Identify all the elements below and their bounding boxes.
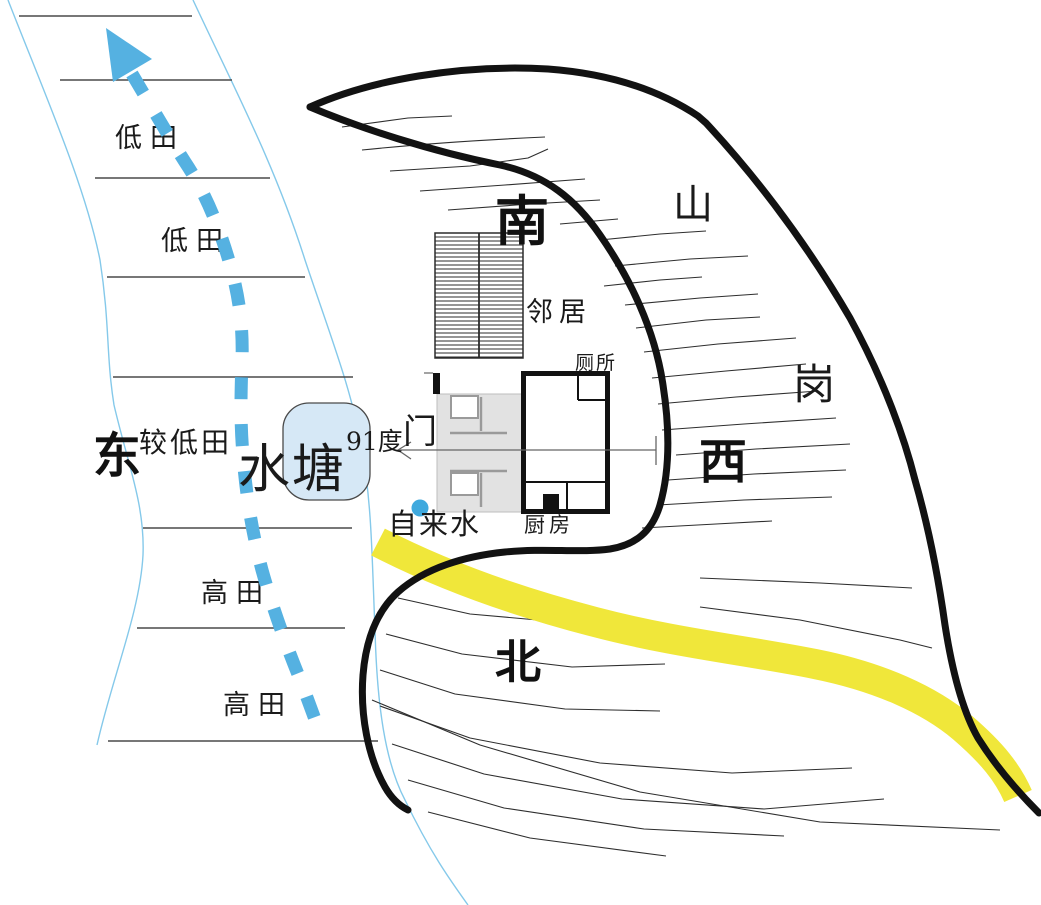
contour-line [699,606,933,649]
hill-label-gang: 岗 [793,360,835,409]
contour-line [447,199,601,211]
compass-labels: 南 东 西 北 [93,189,747,689]
contour-line [379,669,661,712]
contour-line [661,417,837,431]
pond-label: 水塘 [238,440,346,500]
contour-line [635,316,761,329]
tap-water-label: 自来水 [388,507,481,541]
contour-line [361,136,546,151]
terraced-fields: 低田 低田 较低田 高田 高田 [19,15,378,742]
hill-outline-outer [306,64,1041,817]
neighbor-house: 邻居 [434,232,592,359]
contour-line [427,811,667,857]
compass-south: 南 [495,189,549,253]
flow-arrowhead [106,28,152,82]
hill: 山 岗 [306,64,1041,857]
contour-line [371,699,1001,831]
contour-line [641,520,773,529]
contour-line [657,496,833,506]
compass-east: 东 [93,428,141,484]
contour-line [699,577,913,589]
contour-line [599,230,707,241]
river-right-bank [192,0,469,905]
contour-line [379,705,853,774]
contour-line [675,443,851,456]
main-room [521,371,610,514]
river-left-bank [7,0,144,746]
river-flow-arrow [106,28,323,725]
pond: 水塘 [238,402,371,501]
door-post [433,373,440,394]
neighbor-label: 邻居 [526,297,592,328]
contour-line [603,276,703,287]
toilet-label: 厕所 [575,352,617,374]
contour-line [643,337,797,353]
stove [543,494,559,510]
contour-line [391,743,885,810]
road [371,528,1032,803]
tap-water: 自来水 [388,499,481,541]
door-label: 门 [403,412,437,452]
field-label-lower: 较低田 [139,426,232,459]
main-house: 厕所 厨房 91度 门 [346,352,657,537]
door-angle-label: 91度 [346,427,403,456]
contour-line [407,779,785,837]
hill-outline-inner [306,103,672,814]
hill-contours [341,115,1001,857]
field-label-high-2: 高田 [223,690,293,721]
kitchen-label: 厨房 [524,513,574,537]
contour-line [385,633,666,668]
contour-line [614,255,749,267]
contour-line [667,469,847,481]
field-label-low-1: 低田 [115,123,185,154]
hill-label-shan: 山 [673,182,713,228]
contour-line [419,178,586,192]
room-window-top [450,395,479,419]
flow-dashed-line [126,70,323,725]
compass-west: 西 [699,434,747,490]
river [7,0,469,905]
contour-line [657,390,819,405]
room-window-bottom [450,472,479,496]
contour-line [651,363,807,379]
field-label-high-1: 高田 [201,578,271,609]
axis-arrowhead [396,441,412,460]
pond-shape [282,402,371,501]
compass-north: 北 [495,635,541,689]
tap-water-dot [411,499,429,517]
contour-line [624,293,759,306]
field-label-low-2: 低田 [161,226,231,257]
